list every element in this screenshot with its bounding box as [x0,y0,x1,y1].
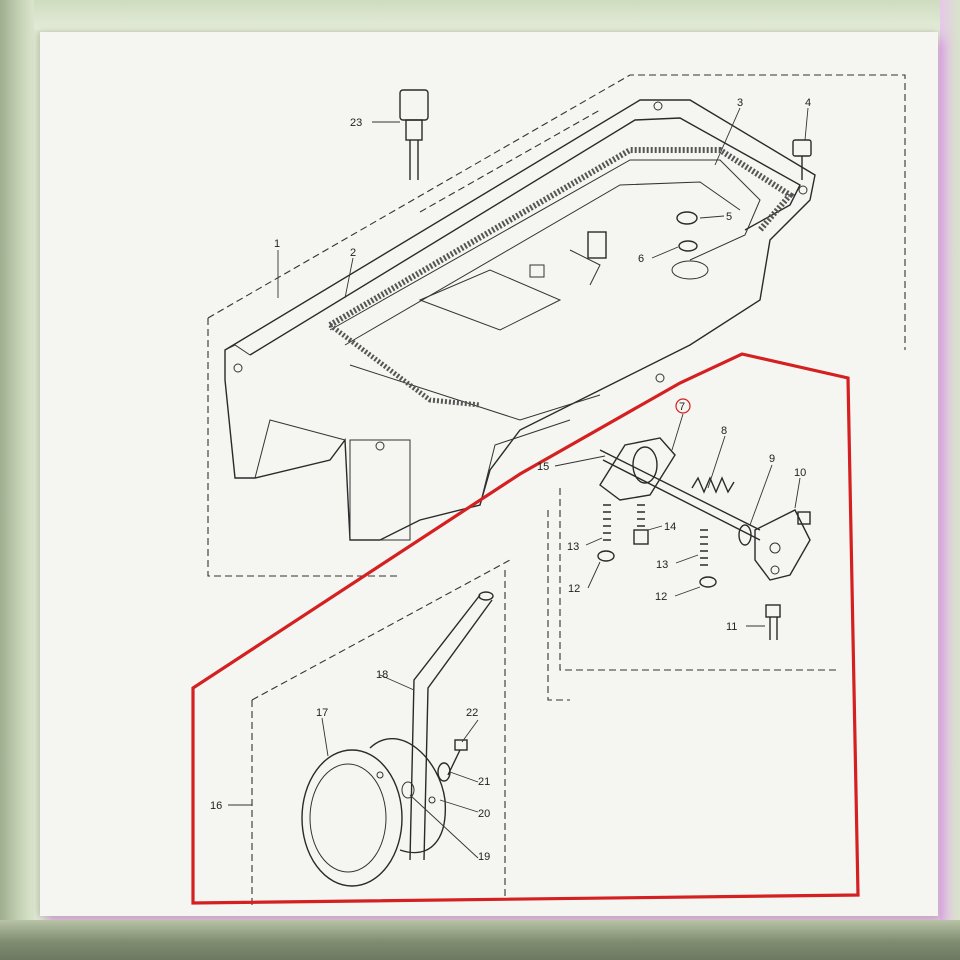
part-label-6: 6 [638,253,644,265]
drain-plug-5 [671,211,709,280]
frame-top-edge [0,0,960,30]
part-label-21: 21 [478,776,490,788]
part-label-13-right: 13 [656,559,668,571]
highlight-outline [191,352,860,905]
leader-lines [228,107,809,859]
part-label-22: 22 [466,707,478,719]
gasket [328,147,795,408]
assembly-outline-oil-pan [207,74,906,577]
part-label-20: 20 [478,808,490,820]
part-label-19: 19 [478,851,490,863]
stud-13-right [700,529,708,566]
part-label-11: 11 [726,621,737,633]
part-label-16: 16 [210,800,222,812]
part-label-17: 17 [316,707,328,719]
plug-23 [399,89,429,180]
nut-12-left [597,550,615,562]
stud-13-left [603,504,611,541]
part-label-12-right: 12 [655,591,667,603]
part-label-12-left: 12 [568,583,580,595]
part-label-23: 23 [350,117,362,129]
part-label-3: 3 [737,97,743,109]
highlight-circle-part-7 [675,398,691,414]
lever-10 [754,509,811,581]
assembly-outline-strainer [251,488,840,905]
part-label-5: 5 [726,211,732,223]
part-label-14: 14 [664,521,676,533]
suction-pipe-18 [409,591,494,861]
part-label-8: 8 [721,425,727,437]
part-labels: 23 1 2 3 4 5 6 7 8 9 10 11 12 12 13 13 1… [210,97,811,863]
part-label-4: 4 [805,97,811,109]
bracket-7 [599,437,676,501]
part-label-9: 9 [769,453,775,465]
washer-21 [437,762,451,782]
oil-pan [224,99,816,541]
part-label-10: 10 [794,467,806,479]
bolt-11 [765,604,781,640]
bolt-4 [792,139,812,180]
strainer-cover-17 [301,749,403,887]
part-label-15: 15 [537,461,549,473]
shaft-15 [599,449,761,541]
frame-left-edge [0,0,34,960]
bolt-14 [633,504,649,545]
part-label-1: 1 [274,238,280,250]
spring-8 [691,476,735,494]
part-label-2: 2 [350,247,356,259]
collar-9 [738,524,752,546]
frame-bottom-edge [0,920,960,960]
frame-right-edge [940,0,960,960]
bolt-22 [447,739,468,776]
part-label-13-left: 13 [567,541,579,553]
part-label-7: 7 [679,401,685,413]
nut-12-right [699,576,717,588]
part-label-18: 18 [376,669,388,681]
strainer-body-20 [369,737,446,854]
pan-sensor [569,231,607,286]
